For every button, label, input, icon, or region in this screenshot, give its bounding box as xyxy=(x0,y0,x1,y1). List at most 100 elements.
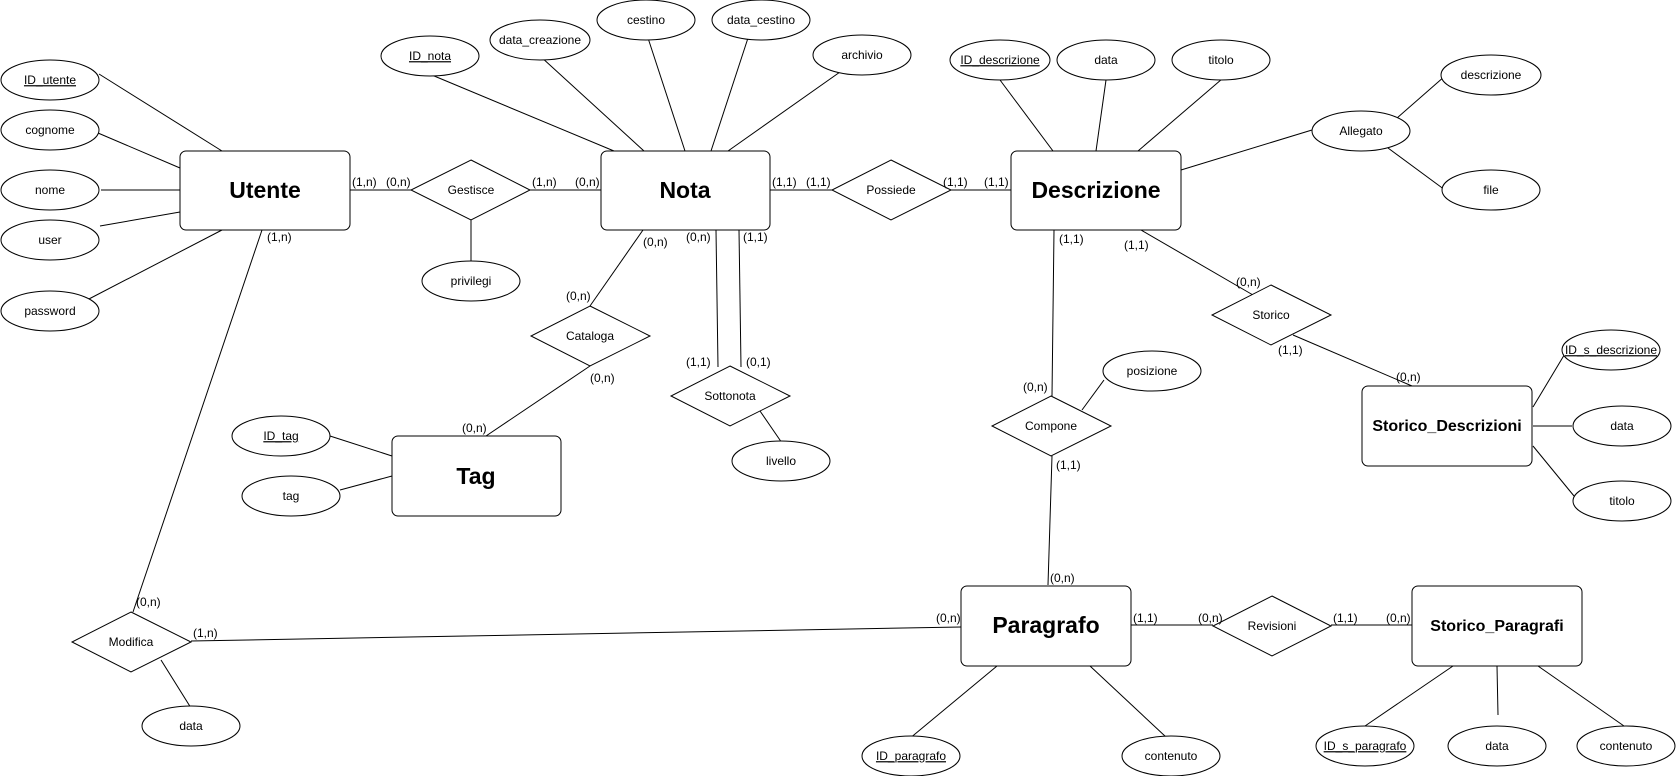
attribute-archivio[interactable]: archivio xyxy=(812,34,912,76)
attribute-sp-contenuto[interactable]: contenuto xyxy=(1576,725,1676,767)
card-storico-sd-a: (1,1) xyxy=(1278,343,1303,357)
relationship-compone-label: Compone xyxy=(1025,419,1077,433)
attribute-id-s-descrizione[interactable]: ID_s_descrizione xyxy=(1561,329,1661,371)
attribute-privilegi[interactable]: privilegi xyxy=(421,260,521,302)
attribute-archivio-label: archivio xyxy=(841,48,883,62)
attribute-data-creazione[interactable]: data_creazione xyxy=(489,19,591,61)
card-descr-compone: (1,1) xyxy=(1059,232,1084,246)
attribute-id-paragrafo-label: ID_paragrafo xyxy=(876,749,946,763)
attribute-tag[interactable]: tag xyxy=(241,475,341,517)
attribute-password[interactable]: password xyxy=(0,290,100,332)
entity-storico-paragrafi-label: Storico_Paragrafi xyxy=(1430,618,1563,635)
entity-storico-descrizioni[interactable]: Storico_Descrizioni xyxy=(1361,385,1533,467)
card-gestisce-utente: (0,n) xyxy=(386,175,411,189)
attribute-posizione-label: posizione xyxy=(1127,364,1178,378)
attribute-par-contenuto[interactable]: contenuto xyxy=(1121,735,1221,776)
attribute-modifica-data-label: data xyxy=(179,719,203,733)
relationship-gestisce[interactable]: Gestisce xyxy=(409,159,532,221)
relationship-storico-label: Storico xyxy=(1252,308,1290,322)
card-nota-possiede-2: (1,1) xyxy=(806,175,831,189)
card-possiede-descr-2: (1,1) xyxy=(984,175,1009,189)
entity-nota-label: Nota xyxy=(659,177,710,203)
card-storico-sd-b: (0,n) xyxy=(1396,370,1421,384)
card-gestisce-nota: (1,n) xyxy=(532,175,557,189)
attribute-data-cestino-label: data_cestino xyxy=(727,13,795,27)
relationship-cataloga-label: Cataloga xyxy=(566,329,614,343)
attribute-par-contenuto-label: contenuto xyxy=(1145,749,1198,763)
attribute-sd-titolo[interactable]: titolo xyxy=(1572,480,1672,522)
relationship-allegato[interactable]: Allegato xyxy=(1311,110,1411,152)
attribute-id-s-paragrafo-label: ID_s_paragrafo xyxy=(1324,739,1407,753)
attribute-sd-titolo-label: titolo xyxy=(1609,494,1635,508)
card-sottonota-left: (1,1) xyxy=(686,355,711,369)
attribute-privilegi-label: privilegi xyxy=(451,274,492,288)
attribute-allegato-descrizione[interactable]: descrizione xyxy=(1440,54,1542,96)
entity-storico-paragrafi[interactable]: Storico_Paragrafi xyxy=(1411,585,1583,667)
attribute-posizione[interactable]: posizione xyxy=(1102,350,1202,392)
card-paragrafo-modifica: (0,n) xyxy=(936,611,961,625)
relationship-compone[interactable]: Compone xyxy=(990,395,1113,457)
card-nota-sottonota-b: (1,1) xyxy=(743,230,768,244)
card-cataloga-tag: (0,n) xyxy=(590,371,615,385)
entity-storico-descrizioni-label: Storico_Descrizioni xyxy=(1372,418,1521,435)
attribute-cestino[interactable]: cestino xyxy=(596,0,696,41)
relationship-sottonota[interactable]: Sottonota xyxy=(669,365,792,427)
attribute-id-nota-label: ID_nota xyxy=(409,49,451,63)
attribute-nome[interactable]: nome xyxy=(0,169,100,211)
card-utente-modifica: (1,n) xyxy=(267,230,292,244)
attribute-id-s-paragrafo[interactable]: ID_s_paragrafo xyxy=(1315,725,1415,767)
attribute-id-utente[interactable]: ID_utente xyxy=(0,59,100,101)
card-paragrafo-revisioni: (1,1) xyxy=(1133,611,1158,625)
entity-descrizione[interactable]: Descrizione xyxy=(1010,150,1182,231)
entity-nota[interactable]: Nota xyxy=(600,150,771,231)
relationship-revisioni[interactable]: Revisioni xyxy=(1211,595,1333,657)
relationship-storico[interactable]: Storico xyxy=(1210,284,1333,346)
attribute-livello-label: livello xyxy=(766,454,796,468)
entity-paragrafo[interactable]: Paragrafo xyxy=(960,585,1132,667)
attribute-sd-data[interactable]: data xyxy=(1572,405,1672,447)
card-sp-revisioni: (0,n) xyxy=(1386,611,1411,625)
entity-utente[interactable]: Utente xyxy=(179,150,351,231)
attribute-id-descrizione[interactable]: ID_descrizione xyxy=(949,39,1051,81)
attribute-sd-data-label: data xyxy=(1610,419,1634,433)
attribute-id-utente-label: ID_utente xyxy=(24,73,76,87)
attribute-cognome-label: cognome xyxy=(25,123,75,137)
attribute-cognome[interactable]: cognome xyxy=(0,109,100,151)
relationship-gestisce-label: Gestisce xyxy=(448,183,495,197)
card-sottonota-right: (0,1) xyxy=(746,355,771,369)
attribute-id-tag[interactable]: ID_tag xyxy=(231,415,331,457)
attribute-user[interactable]: user xyxy=(0,219,100,261)
attribute-password-label: password xyxy=(24,304,75,318)
attribute-data-creazione-label: data_creazione xyxy=(499,33,581,47)
cardinality-labels: (1,n) (0,n) (1,n) (0,n) (1,1) (1,1) (1,1… xyxy=(136,175,1421,640)
attribute-modifica-data[interactable]: data xyxy=(141,705,241,747)
card-possiede-descr-1: (1,1) xyxy=(943,175,968,189)
attribute-sp-contenuto-label: contenuto xyxy=(1600,739,1653,753)
attribute-descr-data[interactable]: data xyxy=(1056,39,1156,81)
card-utente-gestisce: (1,n) xyxy=(352,175,377,189)
entity-descrizione-label: Descrizione xyxy=(1031,177,1160,203)
attribute-id-s-descrizione-label: ID_s_descrizione xyxy=(1565,343,1657,357)
attribute-data-cestino[interactable]: data_cestino xyxy=(711,0,811,41)
card-compone-top: (0,n) xyxy=(1023,380,1048,394)
entity-paragrafo-label: Paragrafo xyxy=(992,612,1099,638)
attribute-id-paragrafo[interactable]: ID_paragrafo xyxy=(861,735,961,776)
attribute-id-tag-label: ID_tag xyxy=(263,429,298,443)
card-descr-storico: (1,1) xyxy=(1124,238,1149,252)
relationship-possiede[interactable]: Possiede xyxy=(830,159,953,221)
attribute-descr-titolo-label: titolo xyxy=(1208,53,1234,67)
attribute-user-label: user xyxy=(38,233,61,247)
attribute-allegato-file-label: file xyxy=(1483,183,1499,197)
card-paragrafo-compone: (0,n) xyxy=(1050,571,1075,585)
relationship-cataloga[interactable]: Cataloga xyxy=(529,305,652,367)
relationship-sottonota-label: Sottonota xyxy=(704,389,756,403)
attribute-sp-data[interactable]: data xyxy=(1447,725,1547,767)
attribute-id-nota[interactable]: ID_nota xyxy=(380,35,480,77)
entity-tag[interactable]: Tag xyxy=(391,435,562,517)
attribute-livello[interactable]: livello xyxy=(731,440,831,482)
entity-utente-label: Utente xyxy=(229,177,301,203)
card-revisioni-paragrafo: (0,n) xyxy=(1198,611,1223,625)
attribute-descr-titolo[interactable]: titolo xyxy=(1171,39,1271,81)
relationship-modifica[interactable]: Modifica xyxy=(70,611,193,673)
attribute-allegato-file[interactable]: file xyxy=(1441,169,1541,211)
